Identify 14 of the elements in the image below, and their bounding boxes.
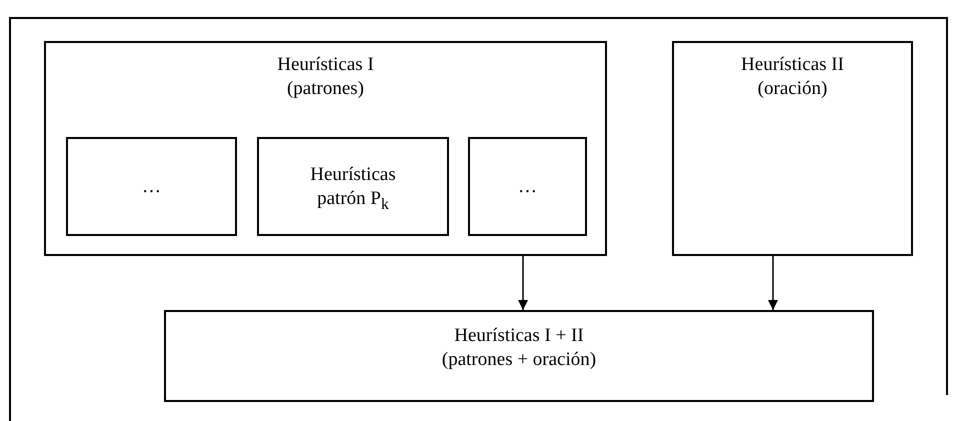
box-label: Heurísticas patrón P$_{k}$ xyxy=(309,163,397,215)
process-box xyxy=(257,137,449,236)
box-label: Heurísticas I (patrones) xyxy=(276,53,375,101)
box-label: … xyxy=(141,175,162,199)
arrow xyxy=(768,256,778,310)
process-box xyxy=(468,137,587,236)
process-box xyxy=(672,41,913,256)
box-label: Heurísticas I + II (patrones + oración) xyxy=(440,324,598,372)
box-label: Heurísticas II (oración) xyxy=(740,53,845,101)
process-box xyxy=(164,310,874,402)
group-box xyxy=(44,41,607,256)
box-label: … xyxy=(517,175,538,199)
process-box xyxy=(66,137,237,236)
arrow xyxy=(518,256,528,310)
